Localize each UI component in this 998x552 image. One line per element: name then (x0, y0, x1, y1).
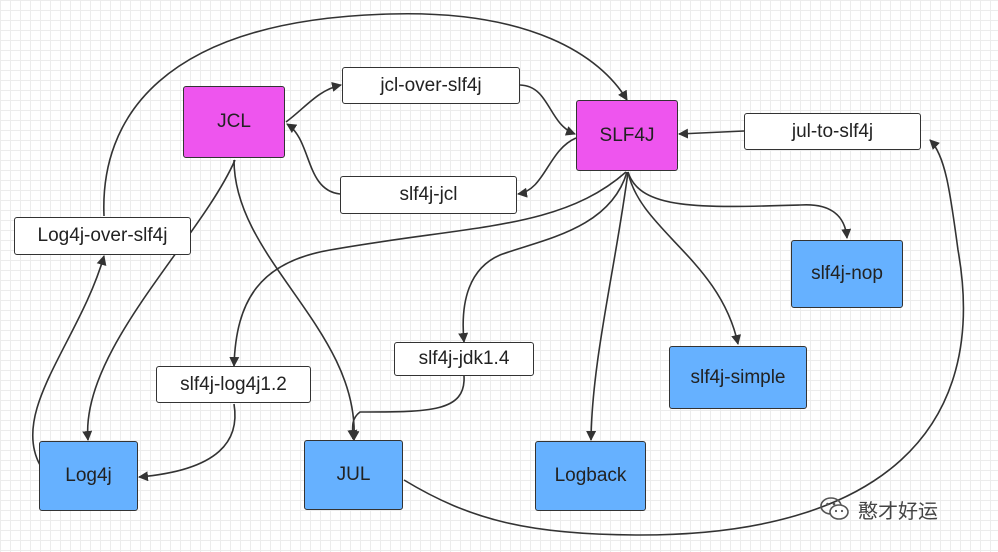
wechat-icon (820, 496, 850, 522)
logback-node[interactable]: Logback (535, 441, 646, 511)
slf4j-simple-node[interactable]: slf4j-simple (669, 346, 807, 409)
edge-jul-to-slf4j-to-slf4j (678, 128, 745, 139)
edge-slf4j-to-slf4j-nop (627, 171, 852, 239)
edge-slf4j-to-slf4j-log4j12 (229, 171, 627, 367)
slf4j-jcl-node[interactable]: slf4j-jcl (340, 176, 517, 214)
slf4j-nop-node[interactable]: slf4j-nop (791, 240, 903, 308)
edge-jcl-over-slf4j-to-slf4j (519, 84, 576, 136)
edge-slf4j-to-slf4j-jdk14 (458, 171, 628, 343)
edge-log4j-to-log4j-over-slf4j (31, 255, 107, 466)
slf4j-jdk14-node[interactable]: slf4j-jdk1.4 (394, 342, 534, 376)
slf4j-node[interactable]: SLF4J (576, 100, 678, 171)
log4j-over-slf4j-node[interactable]: Log4j-over-slf4j (14, 217, 191, 255)
edge-jul-to-jul-to-slf4j (403, 139, 965, 536)
jcl-node[interactable]: JCL (183, 86, 285, 158)
watermark-text: 憨才好运 (858, 498, 938, 523)
slf4j-log4j12-node[interactable]: slf4j-log4j1.2 (156, 366, 311, 403)
edge-log4j-over-slf4j-to-slf4j (103, 12, 628, 217)
log4j-node[interactable]: Log4j (39, 441, 138, 511)
watermark: 憨才好运 (820, 493, 938, 525)
jul-node[interactable]: JUL (304, 440, 403, 510)
edge-slf4j-jdk14-to-jul (347, 375, 465, 440)
edge-slf4j-jcl-to-jcl (286, 123, 341, 195)
edge-slf4j-to-logback (586, 171, 629, 441)
edge-slf4j-log4j12-to-log4j (138, 403, 236, 482)
jcl-over-slf4j-node[interactable]: jcl-over-slf4j (342, 67, 520, 104)
edge-slf4j-to-slf4j-simple (627, 171, 741, 345)
edge-jcl-to-log4j (82, 159, 236, 441)
edge-slf4j-to-slf4j-jcl (517, 137, 577, 198)
edge-jcl-to-jul (233, 159, 360, 441)
edge-jcl-to-jcl-over-slf4j (285, 82, 342, 123)
jul-to-slf4j-node[interactable]: jul-to-slf4j (744, 113, 921, 150)
